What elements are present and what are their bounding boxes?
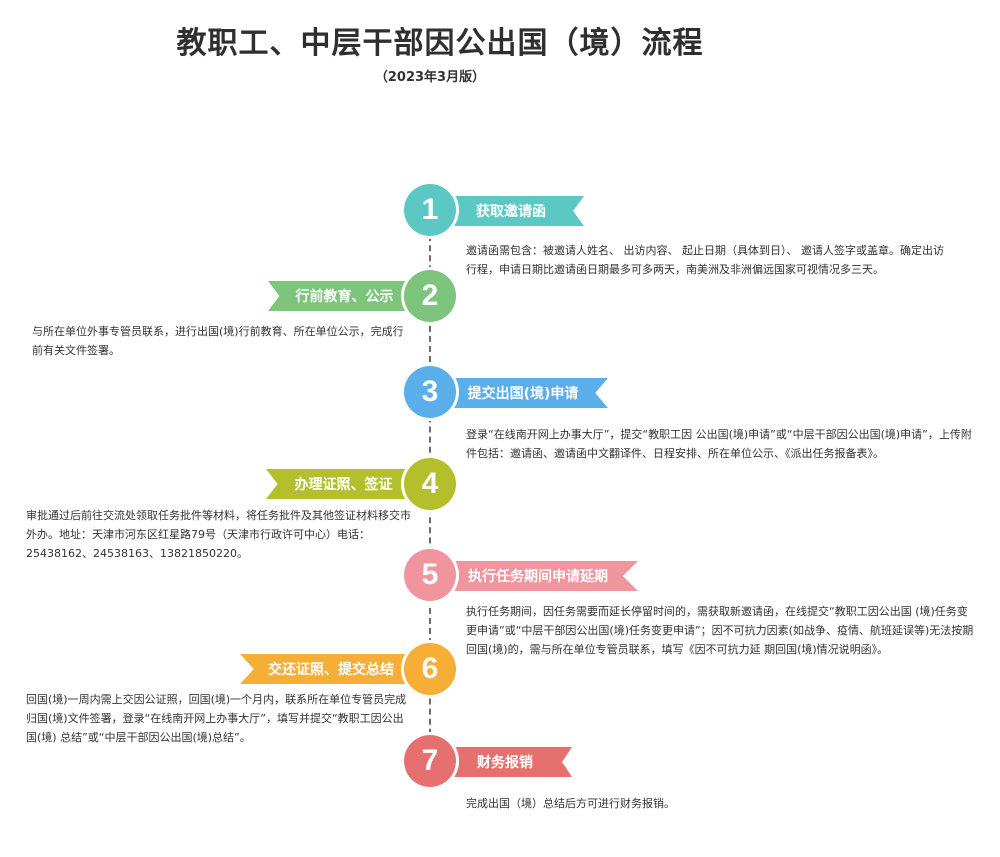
step-7-badge: 7	[404, 735, 456, 787]
step-6-ribbon: 交还证照、提交总结	[240, 654, 412, 684]
step-5-ribbon: 执行任务期间申请延期	[448, 561, 638, 591]
step-3-description: 登录“在线南开网上办事大厅”，提交“教职工因 公出国(境)申请”或“中层干部因公…	[466, 428, 972, 460]
step-1-label: 获取邀请函	[476, 204, 546, 220]
step-3-label: 提交出国(境)申请	[467, 386, 579, 402]
step-4-label: 办理证照、签证	[294, 477, 393, 493]
page-title: 教职工、中层干部因公出国（境）流程	[176, 26, 704, 61]
step-6-label: 交还证照、提交总结	[268, 662, 394, 678]
step-4-ribbon: 办理证照、签证	[266, 469, 411, 499]
step-3-ribbon: 提交出国(境)申请	[448, 378, 608, 408]
step-1-description: 邀请函需包含：被邀请人姓名、 出访内容、 起止日期（具体到日）、 邀请人签字或盖…	[466, 244, 944, 276]
page-subtitle: （2023年3月版）	[374, 70, 486, 85]
step-2-label: 行前教育、公示	[295, 289, 394, 305]
step-1-ribbon: 获取邀请函	[448, 196, 584, 226]
step-6-badge: 6	[404, 643, 456, 695]
step-4-badge: 4	[404, 458, 456, 510]
step-6-description: 回国(境)一周内需上交因公证照，回国(境)一个月内，联系所在单位专管员完成归国(…	[26, 693, 407, 744]
step-1-badge: 1	[404, 184, 456, 236]
step-2-ribbon: 行前教育、公示	[268, 281, 411, 311]
step-5-label: 执行任务期间申请延期	[468, 569, 608, 585]
step-2-description: 与所在单位外事专管员联系，进行出国(境)行前教育、所在单位公示，完成行前有关文件…	[32, 325, 404, 357]
step-3-badge: 3	[404, 366, 456, 418]
step-7-ribbon: 财务报销	[448, 747, 572, 777]
step-7-label: 财务报销	[477, 755, 533, 771]
step-7-description: 完成出国（境）总结后方可进行财务报销。	[466, 797, 675, 810]
step-5-description: 执行任务期间，因任务需要而延长停留时间的，需获取新邀请函，在线提交“教职工因公出…	[466, 605, 974, 656]
step-4-description: 审批通过后前往交流处领取任务批件等材料，将任务批件及其他签证材料移交市外办。地址…	[26, 509, 411, 560]
step-5-badge: 5	[404, 549, 456, 601]
step-2-badge: 2	[404, 270, 456, 322]
